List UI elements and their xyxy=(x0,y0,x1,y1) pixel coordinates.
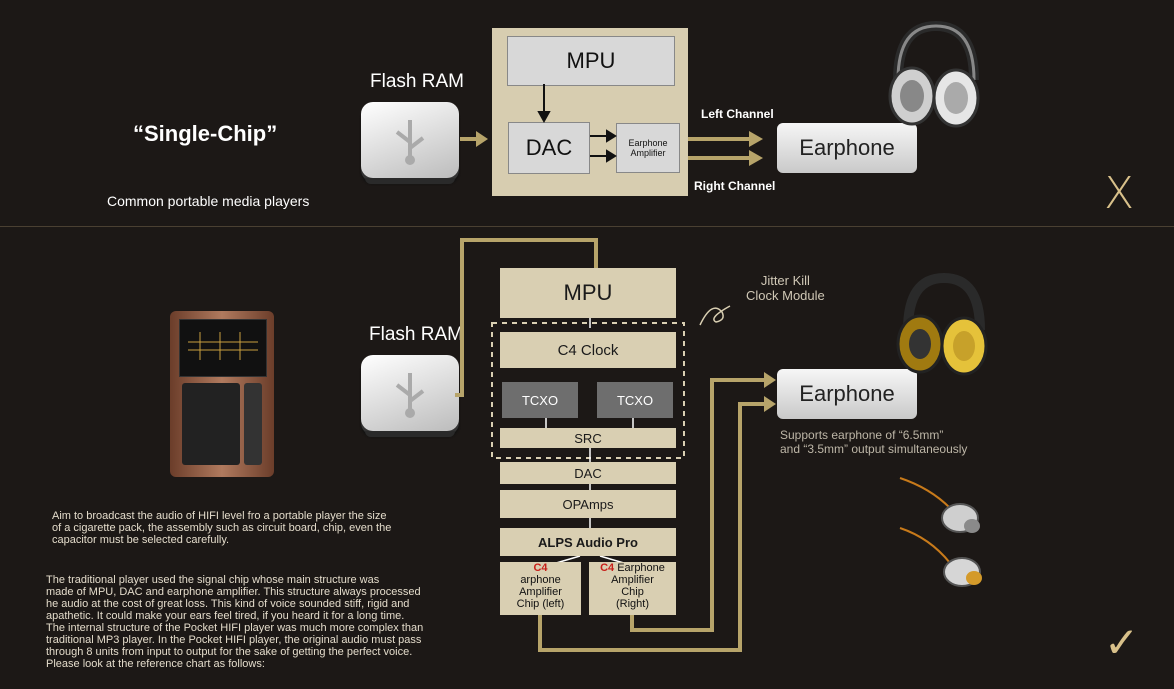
left-channel-label: Left Channel xyxy=(701,107,774,121)
src-box: SRC xyxy=(500,428,676,448)
earphone-box-bottom: Earphone xyxy=(777,369,917,419)
usb-icon xyxy=(395,373,425,418)
flash-ram-label-top: Flash RAM xyxy=(370,71,464,92)
description-paragraph: The traditional player used the signal c… xyxy=(46,574,424,670)
chip-right-label: Amplifier Chip (Right) xyxy=(611,574,654,610)
single-chip-title: “Single-Chip” xyxy=(133,121,278,146)
section-divider xyxy=(0,226,1174,227)
single-chip-subtitle: Common portable media players xyxy=(107,193,310,209)
alps-audio-pro-box: ALPS Audio Pro xyxy=(500,528,676,556)
dac-box-top: DAC xyxy=(508,122,590,174)
chip-left-label: arphone Amplifier Chip (left) xyxy=(516,574,565,610)
chip-left-box: C4 arphone Amplifier Chip (left) xyxy=(500,562,581,615)
jitter-kill-label: Jitter Kill Clock Module xyxy=(746,273,825,303)
headphones-icon-top xyxy=(888,20,980,128)
earbuds-icon xyxy=(899,477,982,587)
pocket-hifi-device xyxy=(170,311,274,477)
dac-box-bottom: DAC xyxy=(500,462,676,484)
device-screen xyxy=(188,332,258,360)
mpu-box-bottom: MPU xyxy=(500,268,676,318)
c4-clock-box: C4 Clock xyxy=(500,332,676,368)
tcxo-box-1: TCXO xyxy=(502,382,578,418)
usb-icon xyxy=(395,120,425,165)
flash-ram-icon-bottom xyxy=(361,355,459,437)
earphone-box-top: Earphone xyxy=(777,123,917,173)
check-mark: ✓ xyxy=(1104,618,1140,667)
supports-note: Supports earphone of “6.5mm” and “3.5mm”… xyxy=(780,428,968,456)
earphone-amplifier-box-top: Earphone Amplifier xyxy=(616,123,680,173)
chip-left-c4: C4 xyxy=(533,562,548,574)
chip-right-c4: C4 xyxy=(600,562,615,574)
chip-right-earphone: Earphone xyxy=(614,562,665,574)
flash-ram-label-bottom: Flash RAM xyxy=(369,324,463,345)
chip-right-box: C4 Earphone Amplifier Chip (Right) xyxy=(589,562,676,615)
x-mark: X xyxy=(1104,168,1135,219)
right-channel-label: Right Channel xyxy=(694,179,776,193)
headphones-gold-icon xyxy=(896,272,988,376)
flash-ram-icon-top xyxy=(361,102,459,184)
tcxo-box-2: TCXO xyxy=(597,382,673,418)
mpu-box-top: MPU xyxy=(507,36,675,86)
intro-paragraph: Aim to broadcast the audio of HIFI level… xyxy=(52,510,392,546)
opamps-box: OPAmps xyxy=(500,490,676,518)
